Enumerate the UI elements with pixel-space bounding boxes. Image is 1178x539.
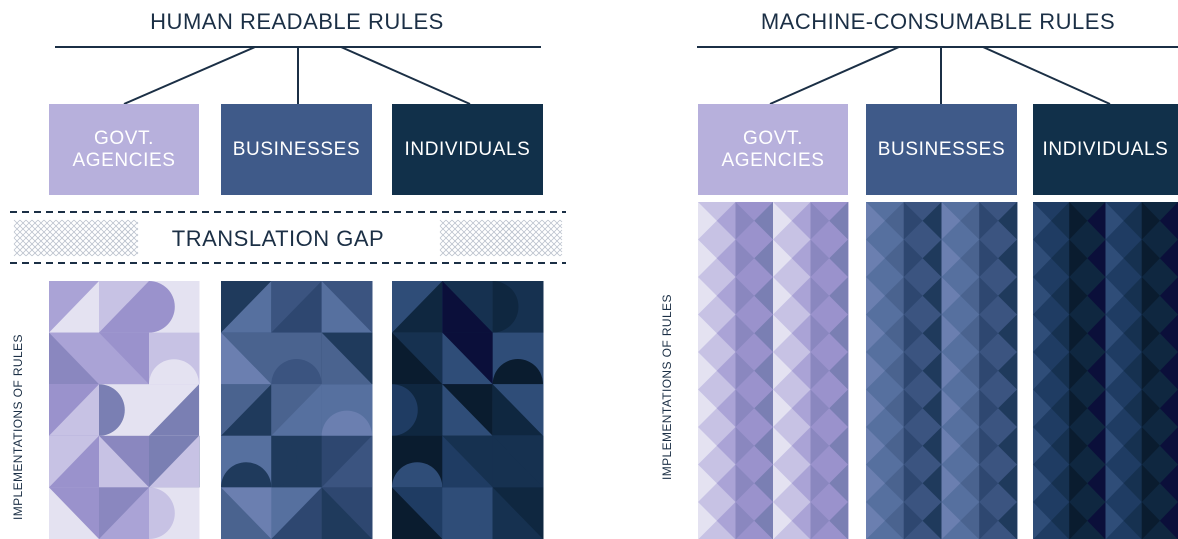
right-individual-pattern — [1033, 202, 1178, 539]
left-tree-right-branch — [340, 46, 471, 105]
translation-gap-label: TRANSLATION GAP — [171, 226, 385, 251]
gap-crosshatch-right — [439, 219, 563, 257]
left-individuals-label: INDIVIDUALS — [404, 138, 531, 160]
right-businesses-label: BUSINESSES — [877, 138, 1006, 160]
left-tree-left-branch — [123, 46, 256, 105]
left-govt-agencies-box: GOVT. AGENCIES — [49, 104, 199, 195]
left-business-pattern — [221, 281, 373, 539]
right-businesses-box: BUSINESSES — [866, 104, 1017, 195]
left-govt-pattern — [49, 281, 200, 539]
left-panel-title: HUMAN READABLE RULES — [150, 9, 444, 34]
right-business-pattern — [866, 202, 1018, 539]
right-govt-agencies-label: GOVT. AGENCIES — [721, 127, 825, 171]
left-implementations-label: IMPLEMENTATIONS OF RULES — [11, 334, 25, 520]
right-tree-left-branch — [769, 46, 900, 105]
left-govt-agencies-label: GOVT. AGENCIES — [72, 127, 176, 171]
gap-crosshatch-left — [13, 219, 139, 257]
right-panel-title: MACHINE-CONSUMABLE RULES — [760, 9, 1116, 34]
right-tree-right-branch — [982, 46, 1111, 105]
right-govt-agencies-box: GOVT. AGENCIES — [698, 104, 848, 195]
right-individuals-label: INDIVIDUALS — [1042, 138, 1169, 160]
right-individuals-box: INDIVIDUALS — [1033, 104, 1178, 195]
left-individuals-box: INDIVIDUALS — [392, 104, 543, 195]
left-individual-pattern — [392, 281, 544, 539]
left-businesses-label: BUSINESSES — [232, 138, 361, 160]
right-govt-pattern — [698, 202, 849, 539]
right-implementations-label: IMPLEMENTATIONS OF RULES — [660, 294, 674, 480]
left-businesses-box: BUSINESSES — [221, 104, 372, 195]
